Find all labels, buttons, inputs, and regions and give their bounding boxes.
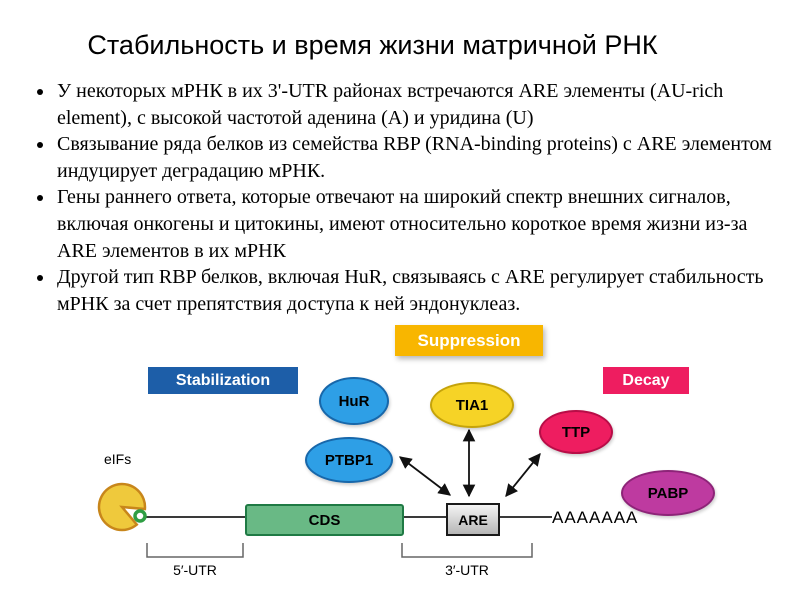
eifs-complex-shape	[97, 482, 147, 532]
protein-pabp: PABP	[621, 470, 715, 516]
utr3-label: 3′-UTR	[445, 562, 489, 578]
bullet-item: Гены раннего ответа, которые отвечают на…	[55, 184, 787, 264]
bullet-item: Связывание ряда белков из семейства RBP …	[55, 131, 787, 184]
protein-ttp: TTP	[539, 410, 613, 454]
bullet-item: У некоторых мРНК в их 3'-UTR районах вст…	[55, 78, 787, 131]
suppression-label: Suppression	[395, 325, 543, 356]
bullet-item: Другой тип RBP белков, включая HuR, связ…	[55, 264, 787, 317]
protein-hur: HuR	[319, 377, 389, 425]
arrow-are-ptbp1	[398, 456, 452, 496]
protein-ptbp1: PTBP1	[305, 437, 393, 483]
slide-title: Стабильность и время жизни матричной РНК	[87, 30, 658, 60]
poly-a-tail: AAAAAAA	[552, 508, 639, 527]
cds-region: CDS	[245, 504, 404, 536]
cap-ring-icon	[133, 509, 147, 523]
utr5-label: 5′-UTR	[173, 562, 217, 578]
arrow-are-ttp	[505, 453, 541, 497]
mrna-stability-diagram: Suppression Stabilization Decay HuR TIA1…	[0, 320, 800, 600]
protein-tia1: TIA1	[430, 382, 514, 428]
eifs-label: eIFs	[104, 451, 132, 467]
are-element: ARE	[446, 503, 500, 536]
utr5-bracket	[146, 543, 244, 558]
stabilization-label: Stabilization	[148, 367, 298, 394]
utr3-bracket	[401, 543, 533, 558]
decay-label: Decay	[603, 367, 689, 394]
bullet-list: У некоторых мРНК в их 3'-UTR районах вст…	[30, 78, 787, 317]
